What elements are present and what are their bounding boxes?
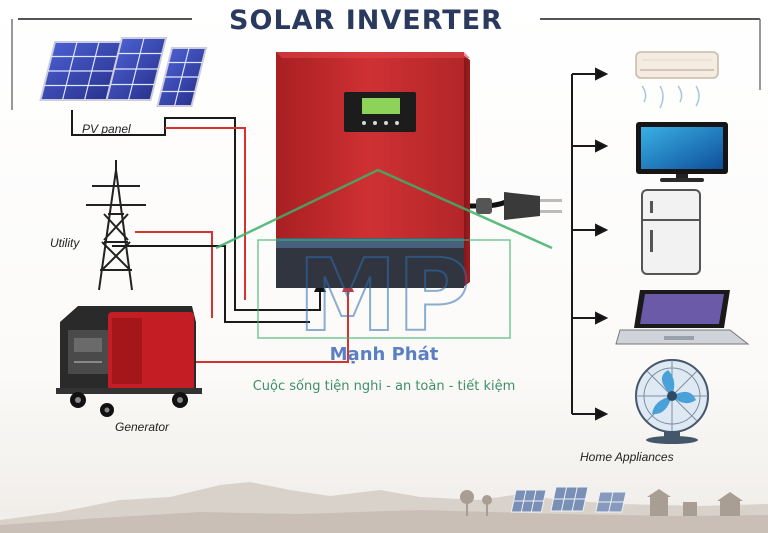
utility-tower-icon xyxy=(86,160,146,291)
title-bar: SOLAR INVERTER xyxy=(18,5,760,36)
inverter-icon xyxy=(276,52,470,288)
television-icon xyxy=(636,122,728,182)
landscape-silhouette xyxy=(0,482,768,533)
generator-icon xyxy=(56,306,202,417)
watermark-brand: Mạnh Phát xyxy=(330,344,439,365)
laptop-icon xyxy=(615,290,750,345)
air-conditioner-icon xyxy=(635,51,719,109)
utility-label: Utility xyxy=(50,236,80,250)
landscape-solar-panels xyxy=(510,486,627,513)
diagram-title: SOLAR INVERTER xyxy=(229,5,503,36)
watermark-logo: MP Mạnh Phát Cuộc sống tiện nghi - an to… xyxy=(215,168,553,394)
pv-panel-label: PV panel xyxy=(82,122,131,136)
power-plug-icon xyxy=(469,192,562,220)
pv-panel-icon xyxy=(39,37,208,107)
home-appliances-label: Home Appliances xyxy=(580,450,674,464)
output-arrows xyxy=(572,67,609,421)
watermark-letters: MP xyxy=(298,237,471,354)
frame-lines xyxy=(11,19,761,110)
refrigerator-icon xyxy=(641,189,701,275)
generator-label: Generator xyxy=(115,420,170,434)
watermark-tagline: Cuộc sống tiện nghi - an toàn - tiết kiệ… xyxy=(253,379,516,394)
fan-icon xyxy=(635,359,709,444)
wiring xyxy=(71,74,573,414)
